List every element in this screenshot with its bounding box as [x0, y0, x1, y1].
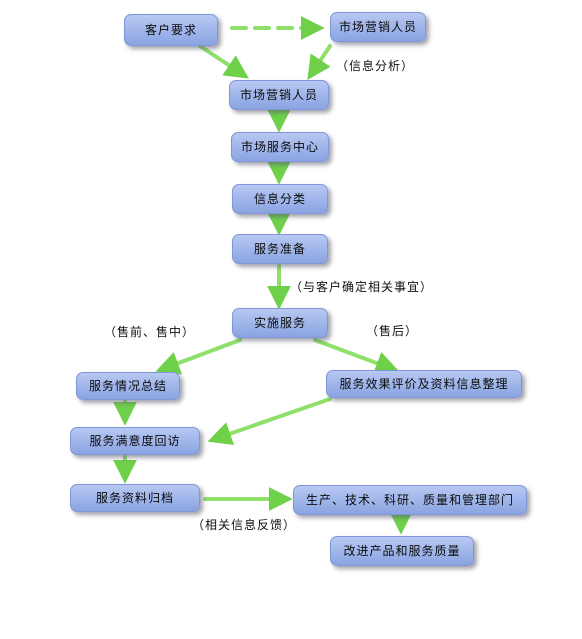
- node-departments: 生产、技术、科研、质量和管理部门: [293, 485, 527, 515]
- arrow-evaluation-to-visit: [207, 397, 332, 446]
- node-service-center: 市场服务中心: [231, 132, 329, 162]
- node-implement-service: 实施服务: [232, 308, 328, 338]
- node-service-summary: 服务情况总结: [76, 372, 180, 400]
- node-effect-evaluation: 服务效果评价及资料信息整理: [326, 370, 522, 398]
- arrow-marketing-right-to-marketing: [307, 44, 332, 80]
- note-info-analysis: （信息分析）: [336, 59, 415, 73]
- node-marketing-staff: 市场营销人员: [229, 80, 329, 110]
- node-marketing-staff-right: 市场营销人员: [330, 12, 426, 42]
- node-service-prep: 服务准备: [232, 234, 328, 264]
- node-improve-quality: 改进产品和服务质量: [330, 536, 474, 566]
- node-customer-request: 客户要求: [124, 14, 218, 46]
- arrow-request-to-marketing: [198, 44, 249, 79]
- note-feedback: （相关信息反馈）: [192, 518, 297, 532]
- node-service-archive: 服务资料归档: [70, 484, 200, 512]
- arrow-implement-to-summary: [155, 338, 242, 375]
- note-confirm-with-customer: （与客户确定相关事宜）: [290, 280, 434, 294]
- node-satisfaction-visit: 服务满意度回访: [70, 427, 200, 455]
- note-pre-mid-sale: （售前、售中）: [104, 325, 196, 339]
- arrow-implement-to-evaluation: [313, 338, 400, 375]
- note-after-sale: （售后）: [366, 324, 419, 338]
- node-info-classify: 信息分类: [232, 184, 328, 214]
